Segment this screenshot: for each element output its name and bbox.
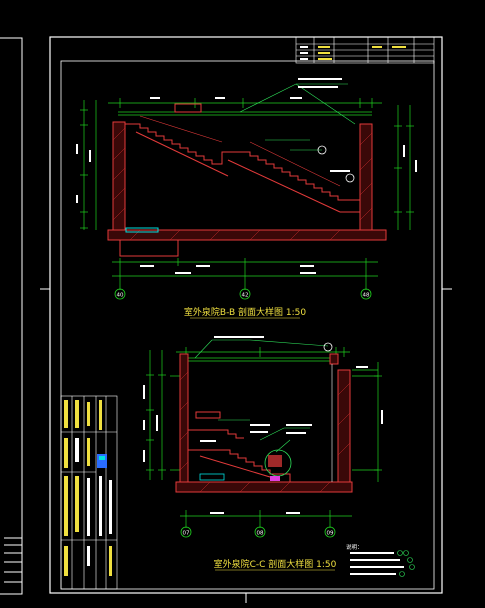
axis-circle-icon[interactable]: 40 [114,288,126,300]
section-bb-hatch [112,127,373,241]
section-cc-top-dimensions [176,347,350,357]
notes-heading: 说明： [346,543,363,551]
section-bb-title: 室外泉院B-B 剖面大样图 1:50 [184,306,306,318]
section-bb-side-dimensions [80,100,414,230]
title-block [60,395,118,590]
title-block-logo [97,454,107,468]
section-cc-leaders [194,339,329,453]
axis-label-bb-2: 42 [242,293,249,299]
axis-circle-icon[interactable]: 42 [239,288,251,300]
section-bb-leader-notes [298,78,350,172]
axis-label-cc-3: 09 [327,531,334,537]
axis-label-cc-1: 07 [183,531,190,537]
detail-circle-icon[interactable] [345,173,355,183]
section-bb-dim-text [76,97,417,203]
axis-circle-icon[interactable]: 07 [180,526,192,538]
section-bb-handrail [139,115,341,187]
section-cc-bottom-dim-text [210,512,300,514]
section-cc-leader-notes [200,336,312,442]
detail-circle-icon[interactable] [317,145,327,155]
section-cc-left-dim-text [143,385,158,462]
axis-circle-icon[interactable]: 08 [254,526,266,538]
section-cc-left-dimensions [146,350,186,480]
section-cc-stairs [188,411,291,482]
revision-table [295,36,435,64]
section-bb-leaders [239,83,356,151]
title-block-text-marks [64,400,112,576]
section-cc-grate [199,473,280,481]
left-sheet-edge [0,37,23,595]
section-bb-bottom-dim-text [140,265,316,274]
section-bb-staircase [125,123,360,213]
axis-label-cc-2: 08 [257,531,264,537]
axis-circle-icon[interactable]: 48 [360,288,372,300]
section-cc-title: 室外泉院C-C 剖面大样图 1:50 [214,558,337,570]
sheet-frame [40,36,452,603]
notes-block: 说明： [346,543,415,577]
section-cc-right-dimensions [352,362,382,482]
axis-label-bb-3: 48 [363,293,370,299]
section-bb-roof-curb [174,103,202,113]
section-bb-top-dimensions [108,98,382,108]
section-bb-top-slab [118,111,372,116]
section-cc-hatch [179,371,351,493]
section-cc-bottom-dimensions [180,510,352,528]
axis-label-bb-1: 40 [117,293,124,299]
section-cc-top-slab [186,357,336,362]
section-bb[interactable]: 40 42 48 室外泉院B-B 剖面大样图 1:50 [76,78,417,319]
revision-table-marks [300,46,406,60]
section-bb-pit [119,227,179,257]
section-bb-walls [107,121,387,241]
axis-circle-icon[interactable]: 09 [324,526,336,538]
section-cc-walls [175,353,353,493]
detail-circle-icon[interactable] [323,342,333,352]
section-cc-right-dim-text [356,366,383,424]
section-cc[interactable]: 07 08 09 室外泉院C-C 剖面大样图 1:50 [143,336,383,571]
section-bb-bottom-dimensions [112,258,378,290]
